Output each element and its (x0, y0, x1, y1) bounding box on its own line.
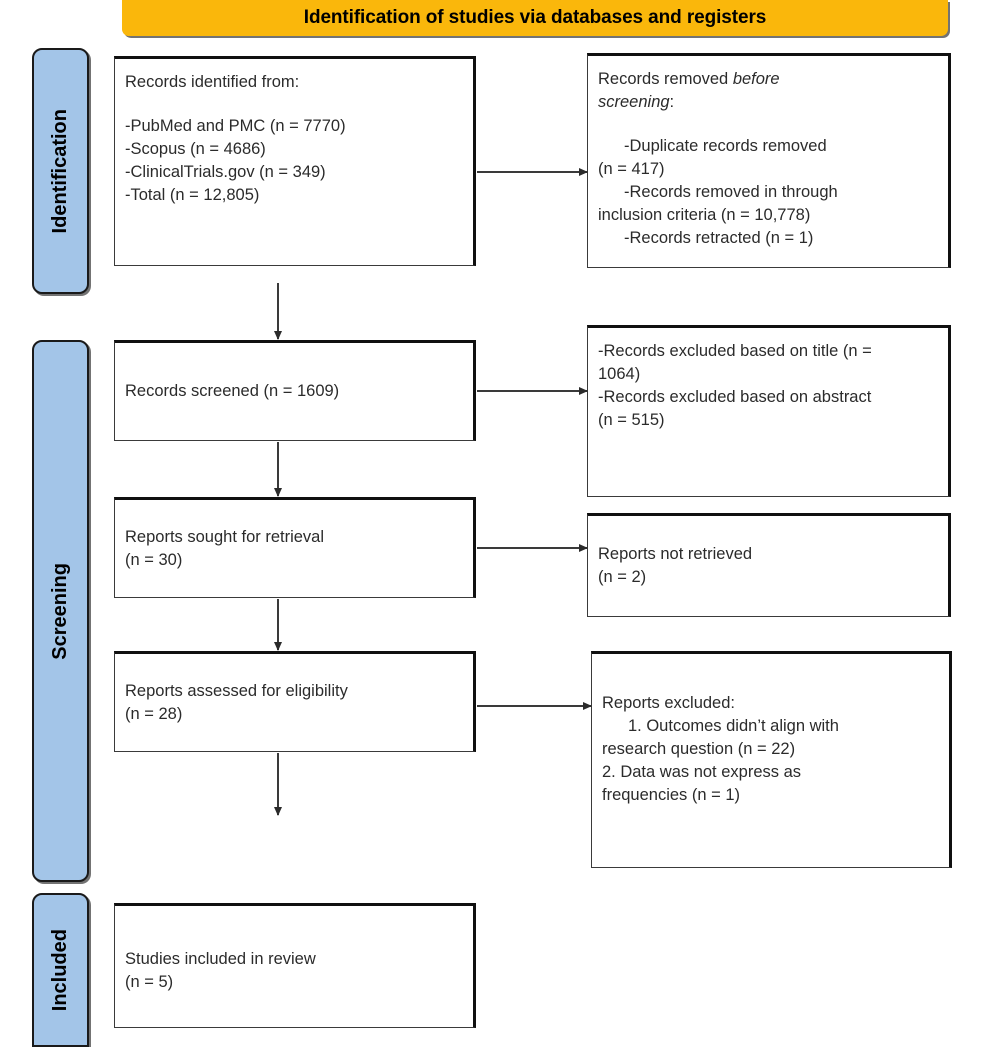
records-identified-heading: Records identified from: (125, 73, 300, 91)
box-records-excluded-title-abstract: -Records excluded based on title (n = 10… (587, 325, 951, 497)
records-removed-heading-emphasis-1: before (732, 70, 780, 88)
records-removed-duplicates-n: (n = 417) (598, 160, 665, 178)
records-removed-duplicates: -Duplicate records removed (624, 137, 827, 155)
records-excluded-title: -Records excluded based on title (n = (598, 342, 872, 360)
reports-assessed-label: Reports assessed for eligibility (125, 681, 348, 700)
box-records-identified: Records identified from: -PubMed and PMC… (114, 56, 476, 266)
records-identified-total: -Total (n = 12,805) (125, 186, 260, 204)
box-reports-excluded: Reports excluded: 1. Outcomes didn’t ali… (591, 651, 952, 868)
arrow-sought-to-assessed (274, 599, 282, 651)
prisma-flow-diagram: Identification of studies via databases … (32, 0, 952, 1047)
arrow-head (274, 642, 282, 651)
studies-included-label: Studies included in review (125, 950, 316, 968)
stage-band-screening-label: Screening (49, 562, 71, 660)
arrow-head (274, 488, 282, 497)
arrow-assessed-to-included (274, 753, 282, 816)
arrow-stem (477, 390, 587, 392)
records-removed-heading-line1: Records removed before (598, 68, 938, 91)
records-identified-pubmed: -PubMed and PMC (n = 7770) (125, 117, 346, 135)
reports-not-retrieved-count: (n = 2) (598, 568, 647, 586)
studies-included-count: (n = 5) (125, 973, 174, 991)
arrow-stem (277, 283, 279, 339)
arrow-stem (477, 547, 587, 549)
arrow-stem (277, 599, 279, 650)
records-excluded-abstract: -Records excluded based on abstract (598, 388, 872, 406)
reports-excluded-reason-2: 2. Data was not express as (602, 763, 802, 781)
arrow-head (274, 807, 282, 816)
reports-excluded-reason-2-cont: frequencies (n = 1) (602, 786, 741, 804)
box-reports-not-retrieved: Reports not retrieved (n = 2) (587, 513, 951, 617)
arrow-head (579, 544, 588, 552)
reports-sought-count: (n = 30) (125, 550, 183, 569)
box-records-screened: Records screened (n = 1609) (114, 340, 476, 441)
reports-sought-label: Reports sought for retrieval (125, 527, 325, 546)
stage-band-included: Included (32, 893, 89, 1047)
box-reports-sought-retrieval: Reports sought for retrieval (n = 30) (114, 497, 476, 598)
banner-title: Identification of studies via databases … (303, 7, 767, 28)
box-reports-assessed-eligibility: Reports assessed for eligibility (n = 28… (114, 651, 476, 752)
arrow-stem (477, 705, 591, 707)
stage-band-screening: Screening (32, 340, 89, 882)
arrow-stem (277, 753, 279, 815)
arrow-identified-to-screened (274, 283, 282, 340)
records-removed-heading-line2: screening: (598, 91, 938, 114)
records-screened-text: Records screened (n = 1609) (125, 382, 340, 400)
reports-excluded-heading: Reports excluded: (602, 694, 735, 712)
arrow-screened-to-sought (274, 442, 282, 497)
records-identified-scopus: -Scopus (n = 4686) (125, 140, 266, 158)
arrow-head (579, 387, 588, 395)
arrow-head (583, 702, 592, 710)
box-studies-included: Studies included in review (n = 5) (114, 903, 476, 1028)
records-retracted: -Records retracted (n = 1) (624, 229, 814, 247)
records-excluded-title-n: 1064) (598, 365, 641, 383)
box-records-removed-before-screening: Records removed before screening: -Dupli… (587, 53, 951, 268)
stage-band-identification: Identification (32, 48, 89, 294)
reports-not-retrieved-label: Reports not retrieved (598, 545, 753, 563)
reports-excluded-reason-1: 1. Outcomes didn’t align with (628, 717, 839, 735)
arrow-head (579, 168, 588, 176)
stage-band-included-label: Included (49, 928, 71, 1012)
arrow-screened-to-excluded (477, 387, 588, 395)
records-removed-heading-colon: : (669, 93, 675, 111)
arrow-head (274, 331, 282, 340)
records-identified-clinicaltrials: -ClinicalTrials.gov (n = 349) (125, 163, 326, 181)
stage-band-identification-label: Identification (49, 108, 71, 234)
arrow-stem (277, 442, 279, 496)
records-removed-heading-prefix: Records removed (598, 70, 733, 88)
arrow-sought-to-not-retrieved (477, 544, 588, 552)
identification-banner: Identification of studies via databases … (122, 0, 948, 36)
reports-assessed-count: (n = 28) (125, 704, 183, 723)
records-removed-heading-emphasis-2: screening (598, 93, 670, 111)
reports-excluded-reason-1-cont: research question (n = 22) (602, 740, 796, 758)
arrow-identified-to-removed (477, 168, 588, 176)
arrow-assessed-to-excluded (477, 702, 592, 710)
records-excluded-abstract-n: (n = 515) (598, 411, 665, 429)
records-removed-inclusion-criteria-n: inclusion criteria (n = 10,778) (598, 206, 811, 224)
records-removed-inclusion-criteria: -Records removed in through (624, 183, 838, 201)
arrow-stem (477, 171, 587, 173)
